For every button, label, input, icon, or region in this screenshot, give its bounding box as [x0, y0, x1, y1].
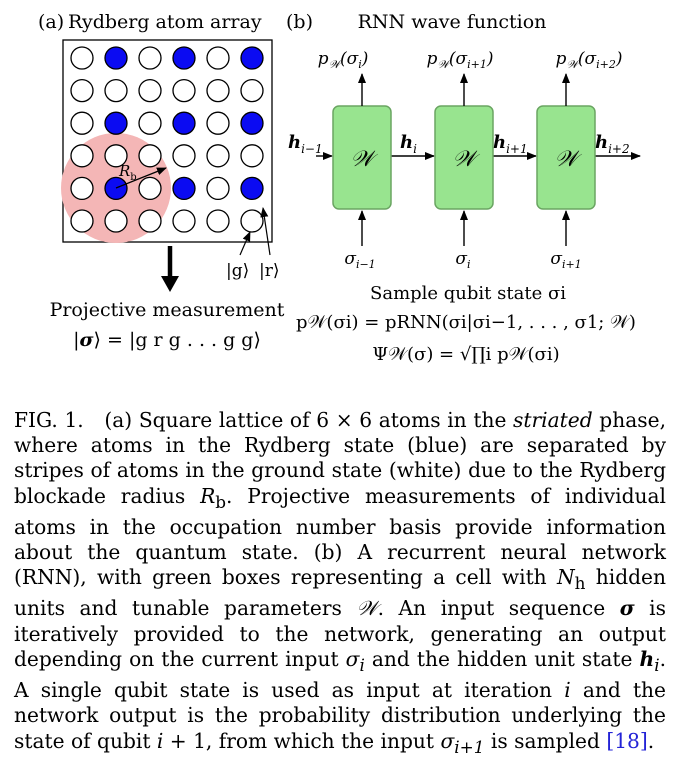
figure-caption: FIG. 1. (a) Square lattice of 6 × 6 atom…	[14, 408, 666, 760]
atom-ground	[104, 209, 128, 233]
output-label-3: p𝒲(σi+2)	[555, 49, 622, 71]
caption-text: phase, where atoms in the Rydberg state …	[14, 408, 666, 508]
caption-math-sub: i+1	[454, 736, 485, 757]
atom-ground	[70, 111, 94, 135]
caption-math-sub: h	[574, 573, 586, 594]
atom-ground	[206, 209, 230, 233]
atom-rydberg	[104, 111, 128, 135]
measurement-title: Projective measurement	[50, 299, 285, 321]
caption-text: . Projective measurements of individual …	[14, 483, 666, 590]
atom-ground	[70, 209, 94, 233]
caption-math: h	[639, 646, 655, 671]
atom-ground	[138, 176, 162, 201]
atom-rydberg	[172, 111, 196, 135]
rnn-cell-3: 𝒲	[536, 105, 596, 210]
atom-rydberg	[104, 46, 128, 70]
atom-ground	[70, 78, 94, 103]
atom-ground	[206, 111, 230, 135]
atom-ground	[104, 144, 128, 168]
input-label-3: σi+1	[550, 249, 581, 271]
atom-ground	[138, 78, 162, 103]
atom-ground	[206, 144, 230, 168]
caption-text: and the hidden unit state	[364, 646, 640, 671]
atom-rydberg	[104, 176, 128, 201]
input-label-1: σi−1	[344, 249, 375, 271]
atom-ground	[240, 144, 264, 168]
atom-ground	[206, 78, 230, 103]
hidden-label-2: hi+1	[493, 132, 528, 156]
caption-math: N	[556, 565, 575, 590]
atom-rydberg	[240, 46, 264, 70]
atom-ground	[172, 78, 196, 103]
caption-text: .	[647, 728, 655, 753]
atom-ground	[172, 144, 196, 168]
atom-ground	[70, 46, 94, 70]
panel-a-title: Rydberg atom array	[68, 11, 262, 33]
atom-ground	[70, 144, 94, 168]
caption-math: i	[564, 678, 571, 703]
panel-a-label: (a)	[38, 11, 64, 33]
atom-ground	[70, 176, 94, 201]
caption-math-sub: b	[215, 491, 227, 512]
caption-math: 𝒲	[356, 596, 378, 621]
ket-r-label: |r⟩	[259, 261, 280, 281]
atom-ground	[104, 78, 128, 103]
atom-ground	[138, 111, 162, 135]
measurement-arrow-head	[161, 276, 179, 292]
caption-text: . An input sequence	[377, 596, 620, 621]
panel-b-title: RNN wave function	[358, 11, 547, 33]
atom-rydberg	[240, 111, 264, 135]
caption-text: is sampled	[484, 728, 607, 753]
rnn-cell-2: 𝒲	[434, 105, 494, 210]
caption-text: (a) Square lattice of 6 × 6 atoms in the	[104, 408, 514, 432]
output-label-1: p𝒲(σi)	[318, 49, 369, 71]
citation-link[interactable]: [18]	[606, 728, 648, 753]
figure-1: (a) Rydberg atom array Rb |g⟩ |r⟩ Projec…	[38, 11, 641, 365]
hidden-label-0: hi−1	[288, 132, 323, 156]
caption-label: FIG. 1.	[14, 408, 84, 432]
caption-math: σ	[345, 646, 360, 671]
atom-ground	[138, 46, 162, 70]
caption-math: σ	[619, 596, 635, 621]
atom-rydberg	[240, 176, 264, 201]
blockade-radius-label: Rb	[118, 162, 137, 183]
blockade-radius-arrow	[115, 167, 167, 189]
hidden-label-3: hi+2	[595, 132, 630, 156]
formula-wavefunction: Ψ𝒲(σ) = √∏i p𝒲(σi)	[372, 344, 559, 365]
atom-lattice	[70, 46, 264, 233]
caption-math-sub: i	[654, 654, 660, 675]
caption-math-sub: i	[359, 654, 365, 675]
ket-g-arrow	[239, 231, 251, 256]
atom-ground	[138, 144, 162, 168]
hidden-label-1: hi	[400, 132, 417, 156]
caption-math: R	[200, 483, 216, 508]
atom-ground	[240, 209, 264, 233]
ket-g-label: |g⟩	[226, 261, 249, 281]
ket-r-arrow	[260, 207, 271, 256]
caption-text: hidden units and tunable parameters	[14, 565, 666, 621]
caption-text: is iteratively provided to the network, …	[14, 596, 666, 671]
atom-ground	[138, 209, 162, 233]
caption-emphasis: striated	[513, 408, 593, 432]
atom-rydberg	[172, 46, 196, 70]
output-label-2: p𝒲(σi+1)	[426, 49, 493, 71]
formula-conditional: p𝒲(σi) = pRNN(σi|σi−1, . . . , σ1; 𝒲)	[296, 312, 636, 333]
caption-text: and the network output is the probabilit…	[14, 678, 667, 753]
measurement-formula: |σ⟩ = |g r g . . . g g⟩	[73, 329, 261, 351]
caption-text: + 1, from which the input	[163, 728, 441, 753]
input-label-2: σi	[455, 249, 470, 271]
caption-text: . A single qubit state is used as input …	[14, 646, 667, 703]
caption-math: i	[156, 728, 164, 753]
atom-ground	[206, 46, 230, 70]
panel-b-label: (b)	[286, 11, 313, 33]
figure-svg: (a) Rydberg atom array Rb |g⟩ |r⟩ Projec…	[38, 11, 641, 365]
sample-title: Sample qubit state σi	[370, 283, 566, 304]
rnn-cell-1: 𝒲	[332, 105, 392, 210]
atom-ground	[172, 209, 196, 233]
atom-ground	[240, 78, 264, 103]
atom-rydberg	[172, 176, 196, 201]
caption-math: σ	[440, 728, 455, 753]
atom-ground	[206, 176, 230, 201]
